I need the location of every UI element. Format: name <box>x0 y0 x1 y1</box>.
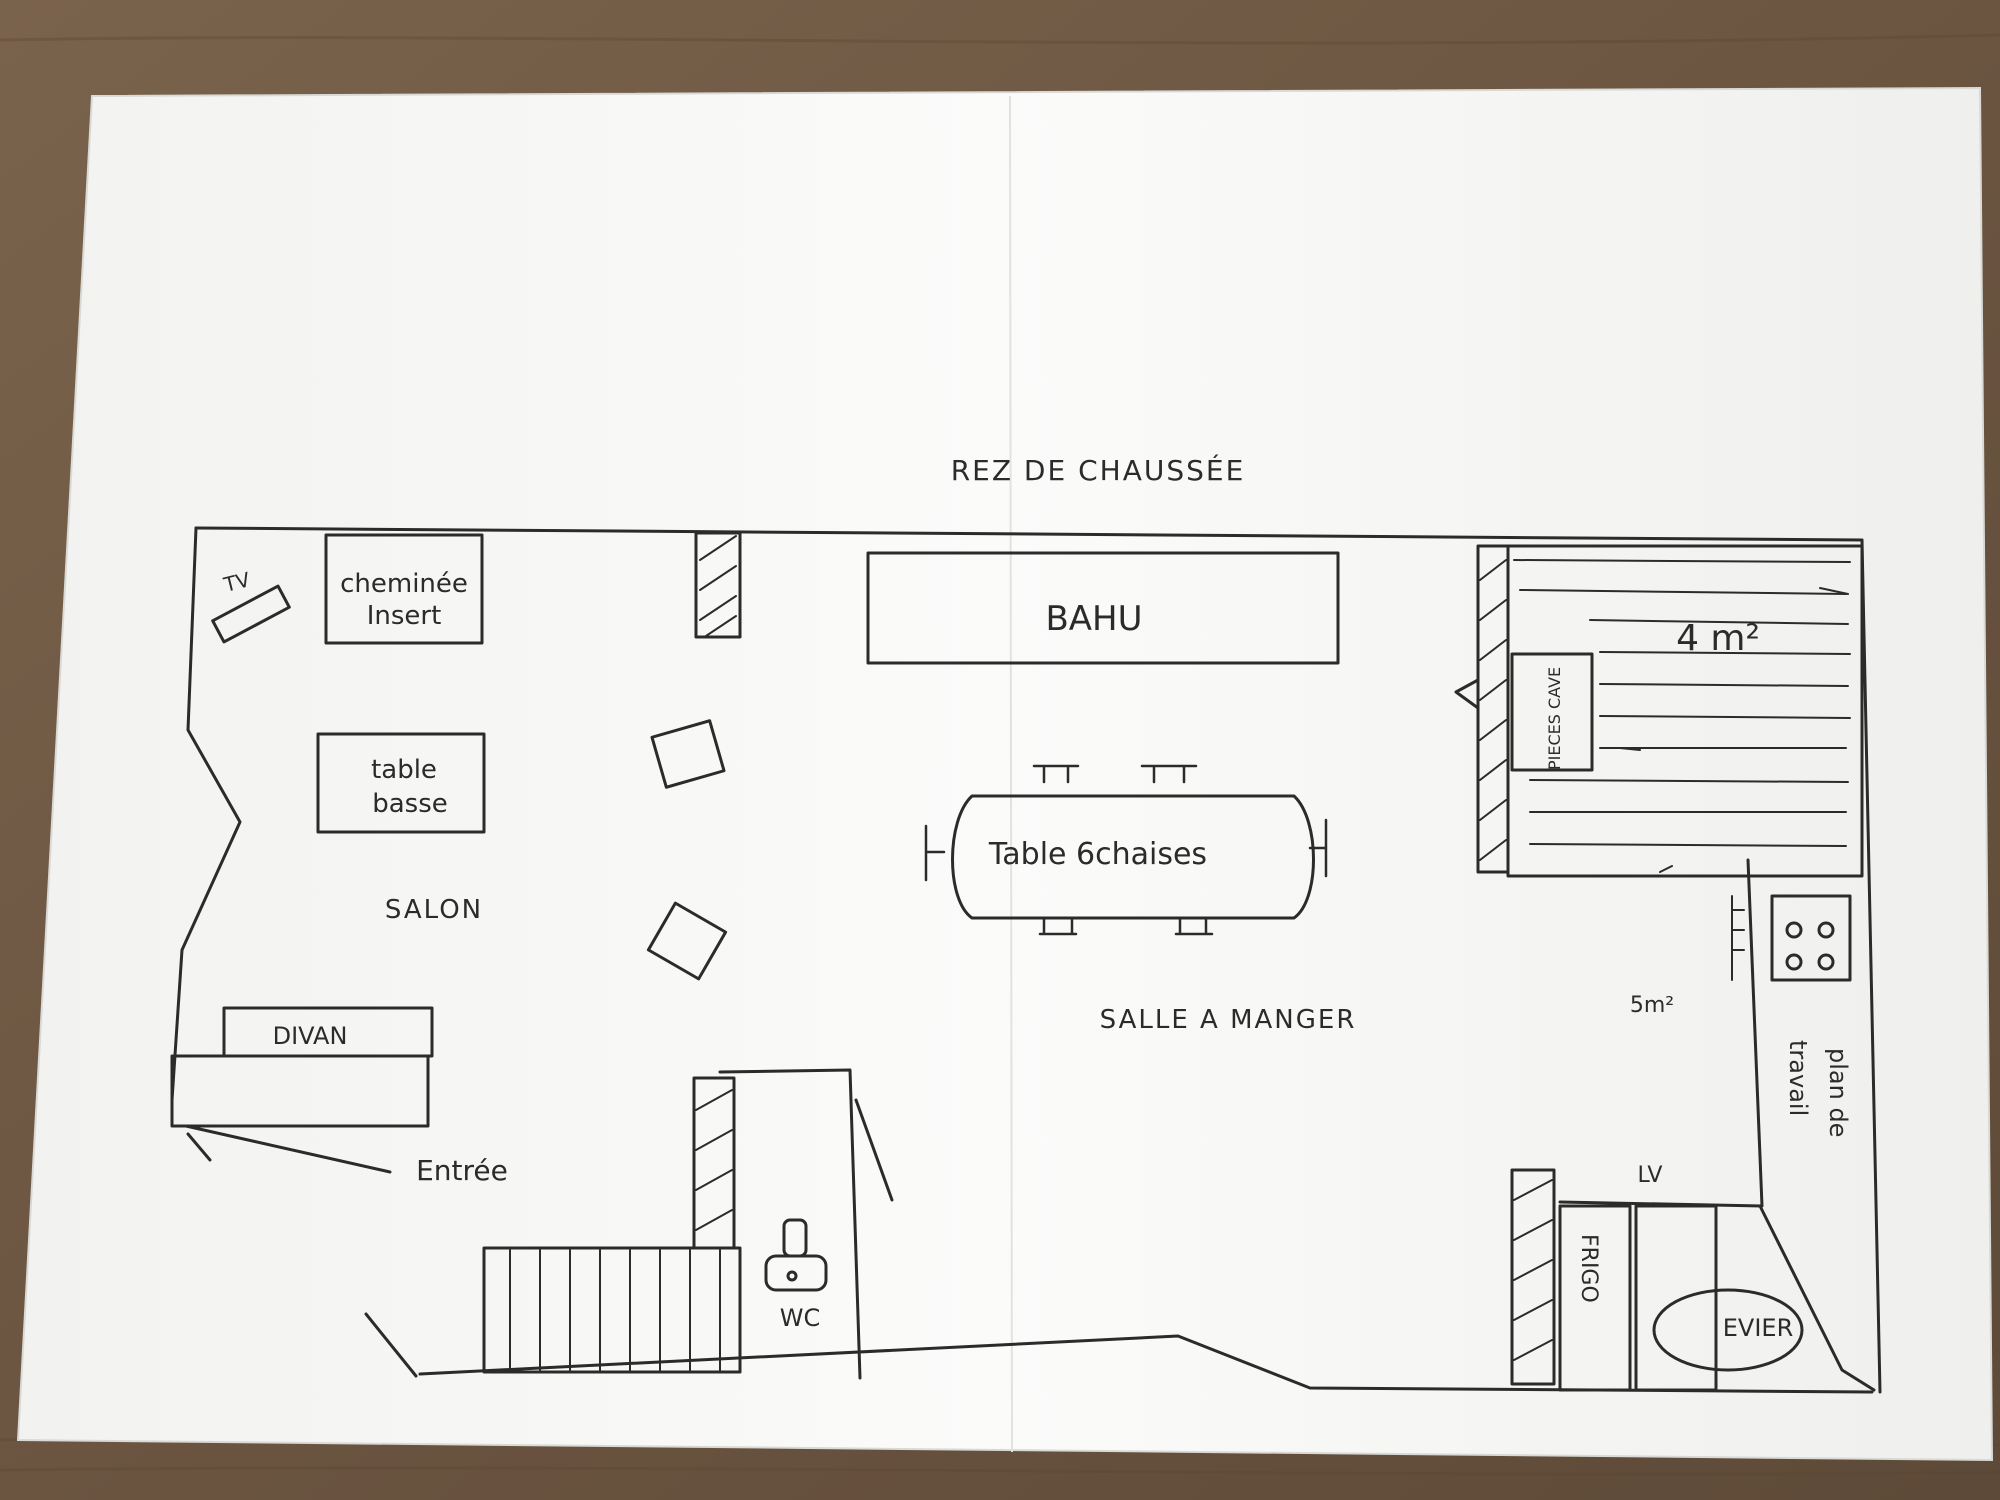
sink-label: EVIER <box>1723 1314 1794 1342</box>
front-door-bottom <box>364 1312 418 1378</box>
fridge-label: FRIGO <box>1576 1234 1601 1303</box>
armchair-top <box>650 719 726 789</box>
stairs-left-notch <box>1454 678 1480 710</box>
stair-treads <box>1513 559 1851 873</box>
dining-table-label: Table 6chaises <box>988 837 1207 872</box>
divan-label: DIVAN <box>273 1022 348 1050</box>
coffee-table-label-1: table <box>371 755 437 785</box>
fireplace-insert <box>324 533 484 645</box>
dining-chairs <box>924 764 1328 936</box>
salle-a-manger-label: SALLE A MANGER <box>1100 1005 1357 1035</box>
fridge <box>1558 1204 1632 1392</box>
fireplace-label-1: cheminée <box>340 569 468 599</box>
pillar-top <box>694 531 742 639</box>
entrance-door-left <box>184 1124 392 1174</box>
divan-base <box>170 1054 430 1128</box>
cooktop-burners <box>1785 921 1835 971</box>
salon-label: SALON <box>385 895 483 925</box>
fireplace-label-2: Insert <box>367 601 442 631</box>
coffee-table-label-2: basse <box>372 789 448 819</box>
wc-door <box>854 1098 894 1202</box>
coffee-table <box>316 732 486 834</box>
cooktop <box>1770 894 1852 982</box>
wall-left <box>170 526 242 1102</box>
kitchen-area-label: 5m² <box>1630 993 1674 1018</box>
dining-table <box>951 794 1315 920</box>
tv-cabinet <box>211 584 291 644</box>
kitchen-wall <box>1558 858 1764 1208</box>
lv-label: LV <box>1638 1163 1663 1188</box>
worktop-label-1: plan de <box>1824 1048 1852 1137</box>
pillar-kitchen <box>1510 1168 1556 1386</box>
sink <box>1652 1288 1804 1372</box>
worktop-label-2: travail <box>1784 1040 1812 1116</box>
wall-right <box>1860 538 1882 1394</box>
wc-label: WC <box>780 1304 821 1332</box>
wc-walls <box>718 1068 862 1380</box>
stair-area-label: 4 m² <box>1676 618 1760 659</box>
cellar-parts-label: PIECES CAVE <box>1545 667 1564 770</box>
toilet-icon <box>764 1218 828 1292</box>
kitchen-counter-right <box>1758 1204 1876 1392</box>
entree-label: Entrée <box>416 1154 508 1187</box>
stair-flight-treads <box>509 1249 721 1371</box>
armchair-bottom <box>646 901 728 981</box>
sideboard-bahu <box>866 551 1340 665</box>
bahu-label: BAHU <box>1045 599 1142 639</box>
paper-fold <box>1009 95 1013 1453</box>
stair-flight-bottom <box>482 1246 742 1374</box>
paper-sheet <box>16 86 1994 1462</box>
stair-block <box>1506 544 1864 878</box>
cellar-parts <box>1510 652 1594 772</box>
entrance-door-swing <box>186 1132 212 1162</box>
cooktop-hatch <box>1731 895 1745 981</box>
wall-top <box>194 526 1864 542</box>
plan-title: REZ DE CHAUSSÉE <box>951 453 1246 487</box>
dishwasher <box>1634 1204 1718 1392</box>
floor-plan <box>170 526 1882 1394</box>
